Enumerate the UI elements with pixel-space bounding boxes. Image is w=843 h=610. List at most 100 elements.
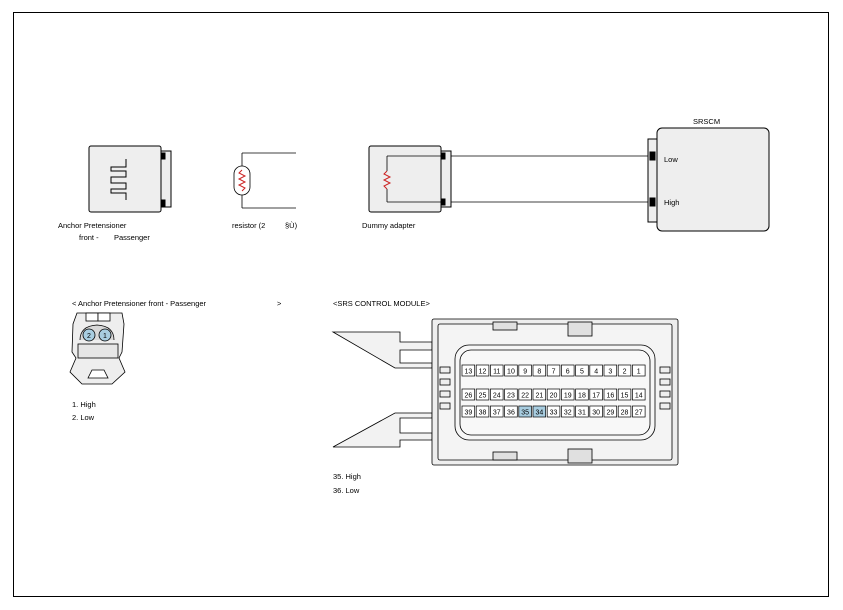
srs-pin-label: 9 [523, 368, 527, 375]
srs-pin-label: 19 [564, 392, 572, 399]
srs-pin-label: 14 [635, 392, 643, 399]
srs-pin-cell [603, 364, 618, 377]
srs-pin-label: 36 [507, 409, 515, 416]
srs-pin-legend-2: 36. Low [333, 486, 360, 495]
anchor-pretensioner-label-line2a: front - [79, 233, 99, 242]
srs-pin-cell [561, 364, 575, 377]
srs-pin-cell [632, 364, 646, 377]
srs-pin-cell [589, 364, 603, 377]
srs-pin-label: 3 [608, 368, 612, 375]
srs-pin-label: 13 [464, 368, 472, 375]
srs-pin-label: 6 [566, 368, 570, 375]
srs-pin-label: 2 [623, 368, 627, 375]
srs-pin-cell [575, 388, 589, 401]
srs-pin-label: 39 [464, 409, 472, 416]
srs-pin-cell [490, 388, 504, 401]
srs-pin-cell [532, 364, 547, 377]
srs-pin-label: 27 [635, 409, 643, 416]
srs-pin-cell [504, 388, 518, 401]
srs-pin-label: 11 [493, 368, 500, 375]
srs-pin-cell [546, 388, 561, 401]
srs-pin-cell [603, 388, 618, 401]
srs-pin-cell [561, 388, 575, 401]
srs-pin-cell [475, 364, 490, 377]
anchor-connector-face [69, 312, 126, 385]
srs-pin-cell [632, 388, 646, 401]
srs-pin-cell [461, 405, 476, 418]
srs-pin-label: 25 [479, 392, 487, 399]
anchor-pin-2-label: 2 [87, 333, 91, 340]
resistor-symbol [233, 152, 296, 209]
srs-pin-label: 24 [493, 392, 501, 399]
srs-pin-label: 33 [550, 409, 558, 416]
srs-pin-label: 23 [507, 392, 515, 399]
anchor-pretensioner-symbol [88, 145, 172, 213]
srs-pin-cell [475, 388, 490, 401]
anchor-pin-1-label: 1 [103, 333, 107, 340]
srs-pin-cell [575, 364, 589, 377]
resistor-label-a: resistor (2 [232, 221, 266, 230]
srs-pin-label: 28 [621, 409, 629, 416]
srs-pin-cell [518, 364, 532, 377]
srs-pin-cell [589, 388, 603, 401]
srs-pin-label: 26 [464, 392, 472, 399]
anchor-connector-title: < Anchor Pretensioner front - Passenger [72, 299, 207, 308]
srs-pin-cell [603, 405, 618, 418]
resistor-label-b: §Ù) [285, 221, 298, 230]
srs-pin-label: 12 [479, 368, 487, 375]
wires [451, 155, 650, 203]
srscm-symbol [647, 127, 770, 232]
srs-pin-label: 21 [535, 392, 543, 399]
srscm-title: SRSCM [693, 117, 721, 126]
anchor-pretensioner-label-line2b: Passenger [114, 233, 150, 242]
srscm-pin-high: High [664, 198, 680, 207]
dummy-adapter-symbol [368, 145, 452, 213]
srs-pin-cell [504, 405, 518, 418]
srs-pin-cell [632, 405, 646, 418]
srs-pin-cell [589, 405, 603, 418]
srs-pin-cell [532, 405, 547, 418]
anchor-pretensioner-label-line1: Anchor Pretensioner [58, 221, 127, 230]
dummy-adapter-label: Dummy adapter [362, 221, 416, 230]
srs-pin-cell [617, 388, 632, 401]
srs-pin-cell [518, 388, 532, 401]
srs-pin-cell [561, 405, 575, 418]
srs-pin-cell [490, 405, 504, 418]
srs-pin-label: 1 [637, 368, 641, 375]
srs-pin-label: 16 [606, 392, 614, 399]
srs-pin-label: 32 [564, 409, 572, 416]
srs-pin-label: 30 [592, 409, 600, 416]
srs-pin-label: 17 [592, 392, 600, 399]
srs-pin-label: 20 [550, 392, 558, 399]
srs-pin-cell [575, 405, 589, 418]
srs-pin-label: 35 [521, 409, 529, 416]
srs-pin-label: 15 [621, 392, 629, 399]
srs-pin-cell [461, 388, 476, 401]
srs-pin-label: 5 [580, 368, 584, 375]
srs-connector-title: <SRS CONTROL MODULE> [333, 299, 430, 308]
srs-pin-label: 10 [507, 368, 515, 375]
srs-pin-cell [617, 405, 632, 418]
anchor-pin-legend-2: 2. Low [72, 413, 95, 422]
srs-pin-cell [518, 405, 532, 418]
srs-pin-label: 38 [479, 409, 487, 416]
anchor-pin-legend-1: 1. High [72, 400, 96, 409]
srs-pin-cell [475, 405, 490, 418]
srs-pin-label: 18 [578, 392, 586, 399]
srs-pin-cell [546, 405, 561, 418]
anchor-connector-title-end: > [277, 299, 282, 308]
srs-pin-label: 4 [594, 368, 598, 375]
srs-pin-label: 37 [493, 409, 501, 416]
srs-pin-cell [617, 364, 632, 377]
srs-pin-label: 34 [535, 409, 543, 416]
srs-pin-cell [490, 364, 504, 377]
srs-pin-label: 8 [537, 368, 541, 375]
diagram-frame [13, 12, 829, 597]
srs-pin-label: 29 [606, 409, 614, 416]
srs-pin-cell [532, 388, 547, 401]
srs-pin-label: 22 [521, 392, 529, 399]
srs-pin-cell [546, 364, 561, 377]
srs-pin-legend-1: 35. High [333, 472, 361, 481]
